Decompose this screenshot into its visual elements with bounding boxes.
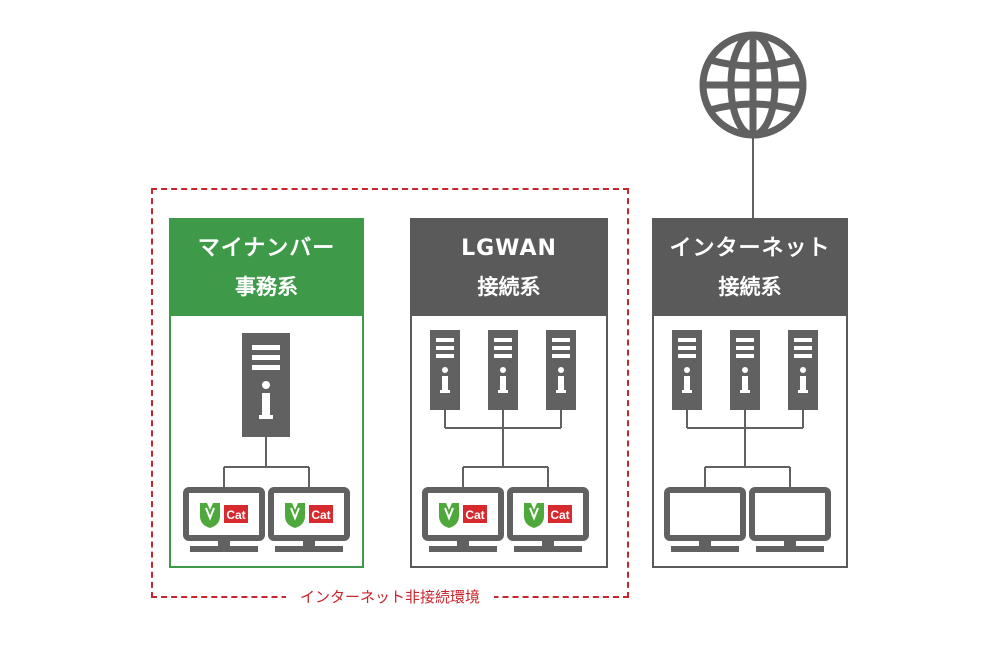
cat-badge-icon: Cat [284,502,334,529]
internet-server-icon [672,330,702,410]
zone-lgwan-subtitle: 接続系 [477,275,541,299]
lgwan-monitor-connector [462,428,549,487]
lgwan-server-icon [546,330,576,410]
zone-internet-header: インターネット 接続系 [654,220,846,316]
isolated-environment-label-wrap: インターネット非接続環境 [151,587,629,607]
zone-mynumber-subtitle: 事務系 [235,275,298,299]
cat-badge-label: Cat [550,508,569,522]
lgwan-server-icon [430,330,460,410]
isolated-environment-label: インターネット非接続環境 [285,588,494,606]
internet-server-icon [788,330,818,410]
cat-badge-label: Cat [465,508,484,522]
zone-mynumber-header: マイナンバー 事務系 [171,220,362,316]
zone-internet-title: インターネット [669,236,831,261]
zone-lgwan-header: LGWAN 接続系 [412,220,606,316]
cat-badge-icon: Cat [438,502,488,529]
internet-server-connector [686,410,804,429]
internet-monitor-icon [667,490,743,552]
cat-badge-icon: Cat [199,502,249,529]
internet-server-icon [730,330,760,410]
cat-badge-icon: Cat [523,502,573,529]
mynumber-connector [223,437,310,487]
internet-monitor-connector [704,428,791,487]
lgwan-server-connector [444,410,562,429]
globe-icon [699,31,807,139]
cat-badge-label: Cat [311,508,330,522]
cat-badge-label: Cat [226,508,245,522]
internet-monitor-icon [752,490,828,552]
lgwan-server-icon [488,330,518,410]
zone-mynumber-title: マイナンバー [197,236,336,261]
zone-internet-subtitle: 接続系 [718,275,782,299]
mynumber-server-icon [242,333,290,437]
zone-lgwan-title: LGWAN [461,236,557,261]
